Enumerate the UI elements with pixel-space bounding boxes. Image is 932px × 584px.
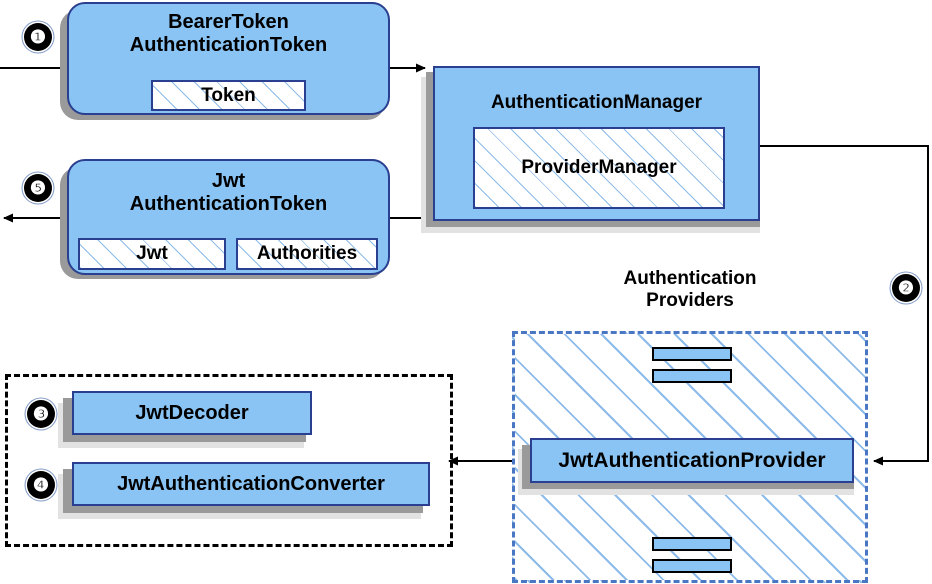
node-bearer-token-authentication-token[interactable]: BearerToken AuthenticationToken Token [67, 2, 390, 115]
bearer-token-title-line2: AuthenticationToken [129, 34, 328, 56]
authentication-providers-title-line1: Authentication [623, 268, 757, 289]
node-jwt-authentication-provider[interactable]: JwtAuthenticationProvider [530, 438, 854, 483]
token-label: Token [201, 84, 256, 106]
node-authentication-manager[interactable]: AuthenticationManager ProviderManager [433, 66, 760, 221]
provider-manager-label: ProviderManager [521, 157, 677, 179]
bearer-token-title-line1: BearerToken [168, 11, 289, 33]
jwt-label: Jwt [136, 243, 168, 265]
authentication-providers-title: Authentication Providers [512, 268, 868, 312]
step-marker-5: ❺ [24, 174, 52, 202]
node-jwt-authentication-token[interactable]: Jwt AuthenticationToken Jwt Authorities [67, 159, 390, 275]
authentication-manager-title: AuthenticationManager [490, 92, 703, 113]
authentication-providers-title-line2: Providers [646, 290, 734, 312]
provider-stub-bottom-2 [652, 559, 732, 573]
step-marker-2: ❷ [892, 274, 920, 302]
jwt-token-title-line2: AuthenticationToken [129, 193, 328, 215]
jwt-token-title-line1: Jwt [211, 170, 246, 192]
arrow-step2-manager-to-provider [760, 145, 929, 466]
jwt-authentication-provider-label: JwtAuthenticationProvider [558, 448, 826, 472]
jwt-support-group-container [5, 374, 453, 547]
step-marker-3: ❸ [27, 400, 55, 428]
node-jwt-decoder[interactable]: JwtDecoder [72, 391, 312, 435]
subbox-provider-manager: ProviderManager [473, 127, 725, 209]
subbox-jwt: Jwt [78, 238, 226, 270]
jwt-decoder-label: JwtDecoder [135, 401, 249, 424]
step-marker-1: ❶ [24, 23, 52, 51]
jwt-authentication-converter-label: JwtAuthenticationConverter [117, 472, 385, 495]
node-jwt-authentication-converter[interactable]: JwtAuthenticationConverter [72, 462, 430, 506]
provider-stub-bottom-1 [652, 537, 732, 551]
provider-stub-top-2 [652, 369, 732, 383]
subbox-authorities: Authorities [236, 238, 378, 270]
provider-stub-top-1 [652, 347, 732, 361]
step-marker-4: ❹ [27, 471, 55, 499]
subbox-token: Token [151, 80, 306, 111]
authorities-label: Authorities [256, 243, 358, 265]
